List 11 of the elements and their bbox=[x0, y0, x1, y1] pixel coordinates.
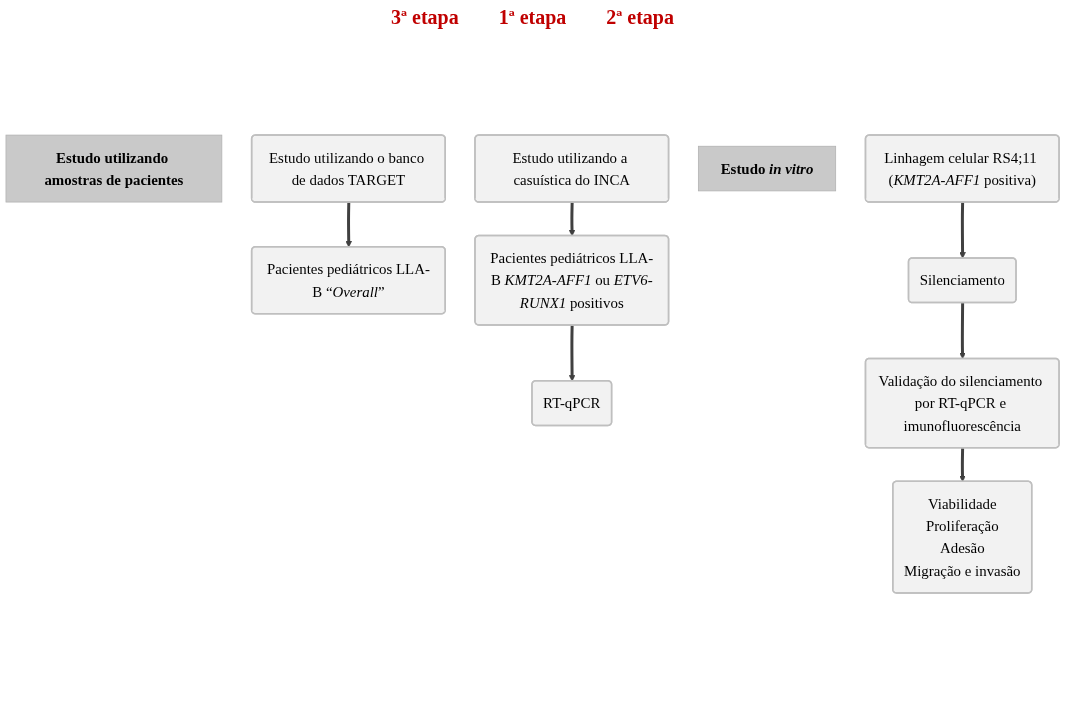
arrow bbox=[959, 202, 966, 259]
arrow bbox=[568, 202, 576, 237]
node-box: Estudo in vitro bbox=[697, 145, 837, 192]
stage-label: 1ª etapa bbox=[498, 6, 567, 29]
arrow bbox=[959, 448, 966, 482]
stage-label: 2ª etapa bbox=[606, 6, 674, 29]
stage-label: 3ª etapa bbox=[391, 6, 459, 29]
arrow bbox=[959, 302, 966, 360]
arrow bbox=[345, 202, 352, 248]
arrow bbox=[568, 325, 576, 382]
node-box: Estudo utilizando amostras de pacientes bbox=[5, 134, 223, 203]
